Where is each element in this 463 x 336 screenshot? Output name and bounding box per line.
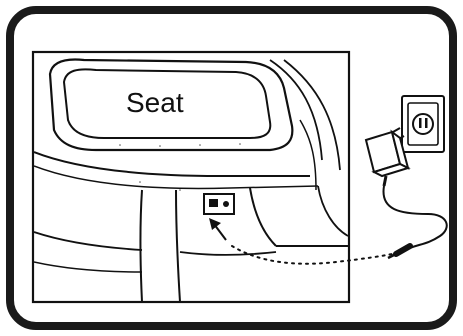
wall-outlet-icon xyxy=(402,96,444,152)
seat-label: Seat xyxy=(126,87,184,118)
charging-port-icon xyxy=(204,194,234,214)
